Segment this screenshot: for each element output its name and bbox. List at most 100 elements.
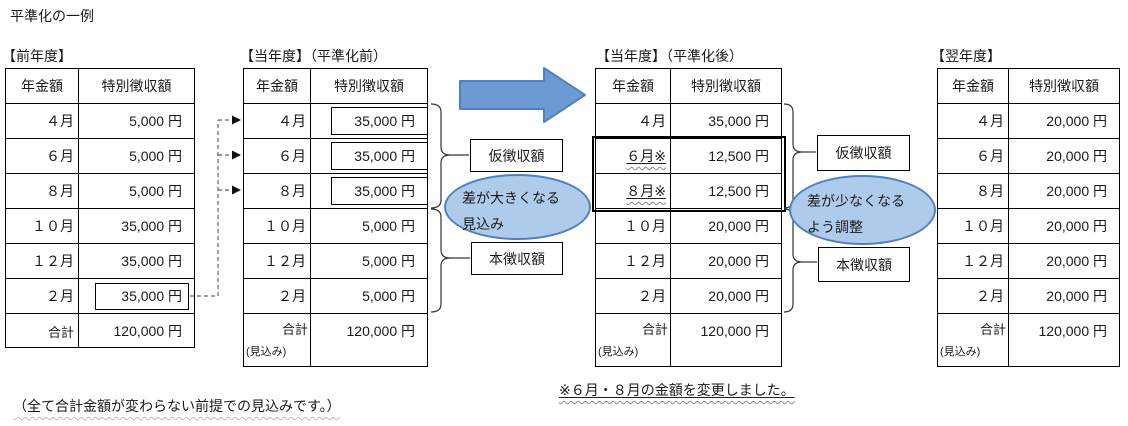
column-header: 年金額 [244,69,311,103]
table-caption: 【当年度】（平準化前） [240,48,387,64]
month-cell: ４月 [244,104,311,138]
total-label: 合計 [979,322,1006,337]
dashed-arrowhead-icon [232,115,241,195]
month-cell: ８月 [938,174,1009,208]
amount-cell: 20,000 円 [1046,218,1107,234]
amount-cell: 35,000 円 [121,288,182,304]
total-label-cell: 合計 (見込み) [938,314,1009,367]
month-cell: ６月 [6,139,79,173]
final-collection-label-right: 本徴収額 [818,247,910,282]
table-caption: 【翌年度】 [931,48,1001,64]
amount-cell: 20,000 円 [708,253,769,269]
month-cell: １２月 [244,244,311,278]
amount-cell: 5,000 円 [362,288,415,304]
amount-cell: 20,000 円 [1046,253,1107,269]
table-row: ２月 35,000 円 [6,278,194,313]
month-cell: １２月 [938,244,1009,278]
month-cell: １０月 [938,209,1009,243]
table-row: １２月 20,000 円 [596,243,781,278]
table-caption: 【当年度】（平準化後） [596,48,743,64]
amount-cell: 20,000 円 [708,218,769,234]
amount-cell: 12,500 円 [708,148,769,164]
amount-cell: 35,000 円 [121,253,182,269]
month-cell: ６月 [244,139,311,173]
bubble-text: 差が大きくなる 見込み [462,190,560,232]
month-cell: ８月 [244,174,311,208]
table-row: ２月 5,000 円 [244,278,427,313]
dashed-connector [190,119,232,297]
amount-cell: 5,000 円 [129,183,182,199]
month-cell: ４月 [938,104,1009,138]
table-header-row: 年金額 特別徴収額 [938,69,1119,103]
table-row: ２月 20,000 円 [596,278,781,313]
table-header-row: 年金額 特別徴収額 [596,69,781,103]
total-sublabel: (見込み) [940,346,981,358]
table-caption: 【前年度】 [2,48,72,64]
month-cell: ６月 [938,139,1009,173]
amount-cell: 35,000 円 [354,113,415,129]
month-cell: １２月 [596,244,671,278]
month-cell: ２月 [6,279,79,313]
provisional-collection-label-left: 仮徴収額 [470,139,563,172]
amount-cell: 20,000 円 [1046,288,1107,304]
total-row: 合計 (見込み) 120,000 円 [596,313,781,367]
footnote-change-note: ※６月・８月の金額を変更しました。 [559,382,795,398]
amount-cell: 5,000 円 [129,148,182,164]
highlight-box-apr-amount [331,107,428,135]
table-current-year-after: 【当年度】（平準化後） 年金額 特別徴収額 ４月 35,000 円 ６月※ 12,5… [595,48,782,367]
month-cell: ４月 [596,104,671,138]
month-cell: １０月 [244,209,311,243]
column-header: 特別徴収額 [101,78,172,94]
table-row: １０月 35,000 円 [6,208,194,243]
total-label-cell: 合計 (見込み) [596,314,671,367]
table-row: ８月※12,500 円 [596,173,781,208]
table-row: １２月 20,000 円 [938,243,1119,278]
amount-cell: 20,000 円 [708,288,769,304]
total-sublabel: (見込み) [598,346,639,358]
amount-cell: 35,000 円 [354,148,415,164]
column-header: 年金額 [6,69,79,103]
amount-cell: 35,000 円 [121,218,182,234]
column-header: 年金額 [938,69,1009,103]
changed-rows-outline [592,136,786,212]
table-row: ８月 5,000 円 [6,173,194,208]
total-label-cell: 合計 (見込み) [244,314,311,367]
table-row: ４月 35,000 円 [244,103,427,138]
table-row: ６月 35,000 円 [244,138,427,173]
month-cell: ２月 [596,279,671,313]
amount-cell: 35,000 円 [708,113,769,129]
month-cell: ４月 [6,104,79,138]
table-row: １２月 35,000 円 [6,243,194,278]
month-cell: ２月 [938,279,1009,313]
table-header-row: 年金額 特別徴収額 [244,69,427,103]
final-collection-label-left: 本徴収額 [471,242,563,275]
table-row: ６月 5,000 円 [6,138,194,173]
total-amount-cell: 120,000 円 [346,323,416,339]
amount-cell: 35,000 円 [354,183,415,199]
amount-cell: 20,000 円 [1046,183,1107,199]
column-header: 年金額 [596,69,671,103]
table-row: ６月※ 12,500 円 [596,138,781,173]
total-row: 合計 (見込み) 120,000 円 [938,313,1119,367]
month-cell-changed: ６月※ [596,139,671,173]
month-cell: ２月 [244,279,311,313]
table-row: １０月 20,000 円 [938,208,1119,243]
month-cell-changed: ８月※ [596,174,671,208]
highlight-box-feb-amount [95,283,189,310]
month-cell: １０月 [6,209,79,243]
total-label: 合計 [641,322,668,337]
total-sublabel: (見込み) [246,346,287,358]
month-cell: １２月 [6,244,79,278]
amount-cell: 5,000 円 [362,218,415,234]
total-label: 合計 [281,322,308,337]
month-cell: ８月 [6,174,79,208]
total-amount-cell: 120,000 円 [700,323,770,339]
table-row: ４月 35,000 円 [596,103,781,138]
column-header: 特別徴収額 [691,78,761,94]
